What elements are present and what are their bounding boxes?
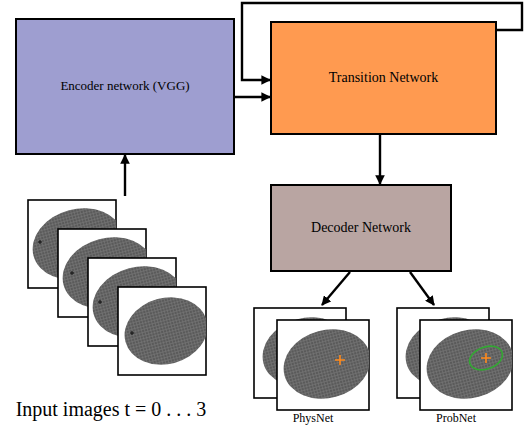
input-frame: [117, 287, 215, 375]
decoder-box: Decoder Network: [270, 184, 452, 272]
node-label: Decoder Network: [311, 219, 411, 237]
output-stack: PhysNet: [252, 305, 374, 428]
flow-arrow: [124, 155, 126, 196]
flow-arrow: [235, 96, 270, 98]
node-label: Input images t = 0 . . . 3: [16, 397, 207, 428]
encoder-box: Encoder network (VGG): [15, 18, 235, 155]
node-label: Transition Network: [329, 69, 439, 87]
output-frame: [419, 320, 522, 410]
flow-arrow: [322, 272, 350, 305]
flow-arrow: [242, 3, 522, 80]
output-frame: [276, 320, 379, 410]
output-stack: ProbNet: [394, 305, 518, 428]
transition-box: Transition Network: [270, 21, 497, 135]
flow-arrow: [410, 272, 434, 305]
node-label: PhysNet: [293, 411, 334, 428]
flow-arrow: [379, 135, 381, 184]
node-label: ProbNet: [436, 411, 476, 428]
node-label: Encoder network (VGG): [60, 78, 189, 94]
input-stack: Input images t = 0 . . . 3: [0, 196, 222, 428]
